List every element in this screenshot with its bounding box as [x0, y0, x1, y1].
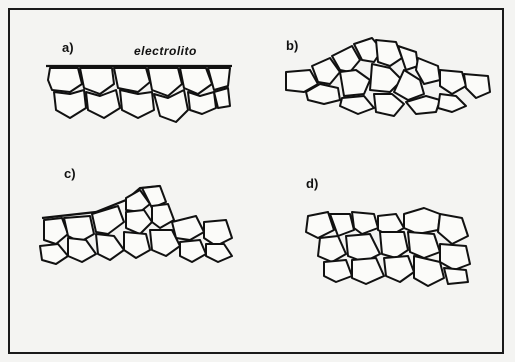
grain — [126, 210, 152, 234]
panel-a-label: a) — [62, 40, 74, 55]
grain — [124, 232, 150, 258]
grain — [206, 244, 232, 262]
electrolyte-label: electrolito — [134, 44, 197, 58]
grain — [208, 68, 230, 90]
panel-d-label: d) — [306, 176, 318, 191]
grain — [374, 94, 404, 116]
panel-c-grains — [40, 186, 232, 264]
grain — [120, 90, 154, 118]
grain — [438, 94, 466, 112]
panel-a-grains — [46, 66, 232, 122]
panel-b-label: b) — [286, 38, 298, 53]
grain — [48, 68, 82, 92]
grain — [114, 68, 150, 92]
grain — [444, 268, 468, 284]
grain — [188, 92, 216, 114]
grain — [86, 90, 120, 118]
grain — [352, 212, 378, 234]
grain — [384, 256, 414, 282]
grain — [440, 244, 470, 270]
grain — [398, 46, 418, 70]
grain — [54, 90, 86, 118]
grain — [464, 74, 490, 98]
grain — [80, 68, 114, 94]
grain — [324, 260, 352, 282]
panel-b-grains — [286, 38, 490, 116]
grain — [380, 232, 408, 258]
grain — [440, 70, 466, 94]
panel-c-label: c) — [64, 166, 76, 181]
grain — [148, 68, 182, 96]
grain — [318, 236, 346, 262]
grain — [438, 214, 468, 244]
grain — [408, 232, 440, 258]
grain — [154, 90, 188, 122]
grain — [330, 214, 354, 236]
grain — [68, 238, 96, 262]
grain — [340, 96, 374, 114]
grain — [214, 88, 230, 108]
grain — [40, 244, 68, 264]
grain — [172, 216, 204, 240]
grain — [340, 70, 370, 96]
grain — [352, 258, 384, 284]
panel-d-grains — [306, 208, 470, 286]
grain — [180, 240, 206, 262]
grain — [96, 234, 124, 260]
grain — [204, 220, 232, 246]
grain — [92, 206, 124, 234]
grain — [404, 208, 440, 234]
grain — [376, 40, 402, 66]
grain — [152, 204, 174, 228]
